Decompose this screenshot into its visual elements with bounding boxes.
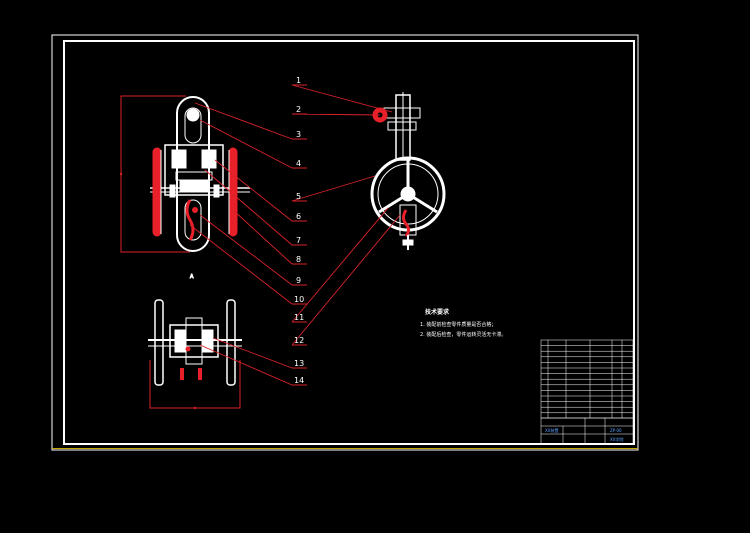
leader-lines	[189, 84, 401, 386]
tech-req-line-2: 2. 装配后检查，零件运转灵活无卡滞。	[420, 331, 506, 338]
part-label-6: 6	[296, 212, 301, 221]
part-label-3: 3	[296, 130, 301, 139]
part-label-10: 10	[294, 295, 304, 304]
part-label-11: 11	[294, 313, 304, 322]
part-label-9: 9	[296, 276, 301, 285]
part-label-14: 14	[294, 376, 304, 385]
part-label-5: 5	[296, 192, 301, 201]
part-label-4: 4	[296, 159, 301, 168]
part-label-8: 8	[296, 255, 301, 264]
part-label-13: 13	[294, 359, 304, 368]
title-block	[540, 339, 634, 445]
front-view: A	[119, 95, 250, 281]
tech-req-line-1: 1. 装配前检查零件质量是否合格；	[420, 321, 496, 328]
title-block-drawing-name: XX装置	[545, 427, 558, 433]
top-view	[148, 299, 242, 410]
title-block-school: XX学院	[610, 436, 623, 442]
technical-requirements: 技术要求 1. 装配前检查零件质量是否合格； 2. 装配后检查，零件运转灵活无卡…	[420, 308, 506, 338]
part-label-7: 7	[296, 236, 301, 245]
svg-text:A: A	[190, 274, 194, 280]
drawing-sheet	[51, 34, 639, 451]
tech-req-title: 技术要求	[425, 308, 450, 316]
part-label-1: 1	[296, 76, 301, 85]
part-labels: 1 2 3 4 5 6 7 8 9 10 11 12 13 14	[294, 76, 304, 385]
part-label-2: 2	[296, 105, 301, 114]
side-view	[370, 92, 446, 250]
part-label-12: 12	[294, 336, 304, 345]
title-block-drawing-no: ZP-00	[610, 428, 622, 433]
